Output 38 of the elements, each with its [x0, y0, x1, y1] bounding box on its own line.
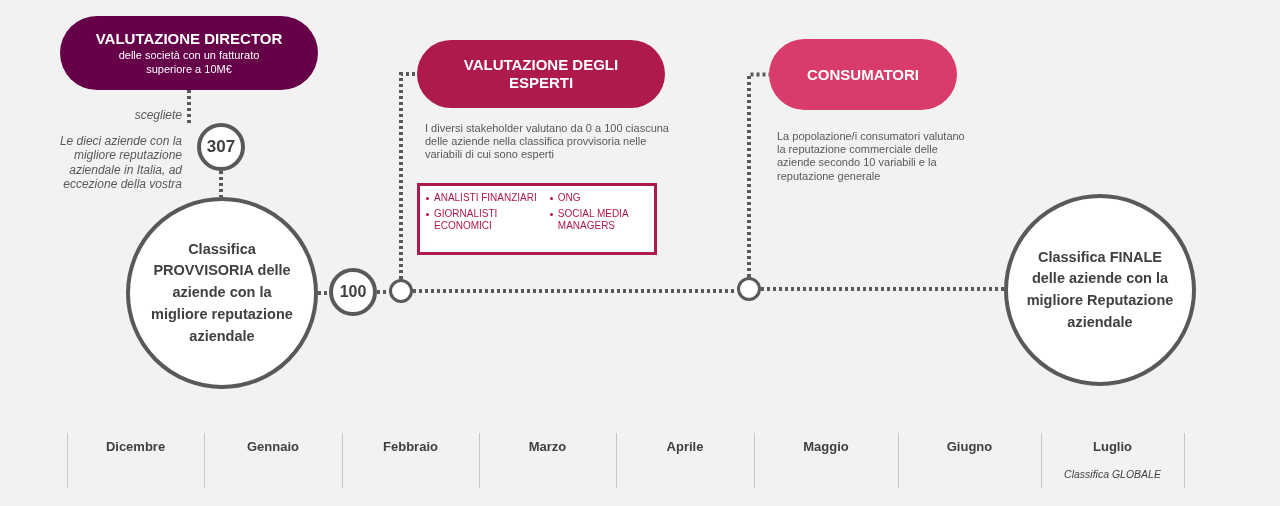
timeline-dot [737, 277, 761, 301]
month-label: Maggio [802, 439, 850, 454]
dotted-connector [413, 289, 737, 293]
dotted-connector [377, 290, 389, 294]
month-label: Febbraio [382, 439, 439, 454]
dotted-connector [747, 72, 769, 277]
month-label: Giugno [945, 439, 994, 454]
count-number: 307 [206, 136, 236, 159]
ranking-title: Classifica PROVVISORIA delle aziende con la migliore reputazione aziendale [150, 239, 294, 346]
ranking-circle [329, 268, 377, 316]
month-label: Luglio [1092, 439, 1133, 454]
stage-subtitle: delle società con un fatturato superiore a 10M€ [117, 47, 261, 77]
month-label: Dicembre [104, 439, 167, 454]
ranking-circle [197, 123, 245, 171]
stakeholder-box [417, 183, 657, 255]
stage-title: VALUTAZIONE DEGLI ESPERTI [462, 56, 620, 92]
stakeholder-item: GIORNALISTI ECONOMICI [434, 207, 499, 233]
month-label: Gennaio [246, 439, 300, 454]
dotted-connector [219, 171, 223, 197]
annotation-note: scegliete [133, 108, 182, 123]
dotted-connector [399, 72, 417, 279]
dotted-connector [187, 90, 191, 123]
stage-description: I diversi stakeholder valutano da 0 a 100 ciascuna delle aziende nella classifica provvisoria nelle variabili di cui sono esperti [425, 122, 670, 162]
month-label: Aprile [665, 439, 705, 454]
month-label: Marzo [527, 439, 568, 454]
timeline-dot [389, 279, 413, 303]
stage-title: CONSUMATORI [806, 65, 920, 84]
dotted-connector [761, 287, 1004, 291]
stakeholder-item: ONG [557, 192, 581, 205]
ranking-title: Classifica FINALE delle aziende con la migliore Reputazione aziendale [1025, 247, 1175, 332]
month-note: Classifica GLOBALE [1063, 468, 1162, 480]
stakeholder-item: SOCIAL MEDIA MANAGERS [557, 207, 630, 233]
annotation-note: Le dieci aziende con la migliore reputazione aziendale in Italia, ad eccezione della vostra [58, 134, 182, 192]
stakeholder-item: ANALISTI FINANZIARI [434, 192, 537, 205]
stage-title: VALUTAZIONE DIRECTOR [94, 29, 284, 48]
stage-description: La popolazione/i consumatori valutano la reputazione commerciale delle aziende secondo 10 variabili e la reputazione generale [777, 130, 966, 183]
dotted-connector [318, 291, 329, 295]
count-number: 100 [339, 282, 367, 302]
